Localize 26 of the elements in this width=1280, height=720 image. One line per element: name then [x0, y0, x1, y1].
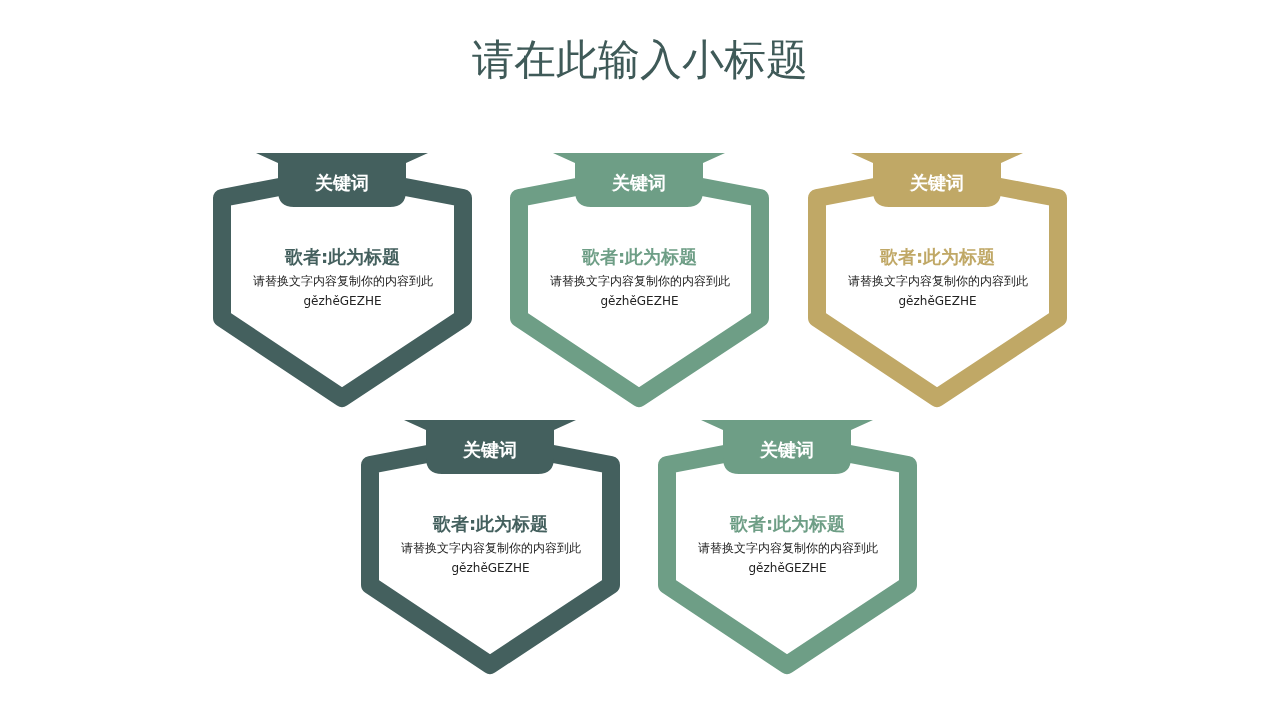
hexagon-card: [655, 420, 920, 676]
pinyin-text: gězhěGEZHE: [303, 294, 382, 308]
hexagon-card: [358, 420, 623, 676]
hexagon-card: [210, 153, 475, 409]
keyword-tab: 关键词: [256, 153, 428, 209]
pinyin-text: gězhěGEZHE: [748, 561, 827, 575]
hexagon-card: [507, 153, 772, 409]
card-text: 请替换文字内容复制你的内容到此: [400, 540, 581, 557]
pinyin-text: gězhěGEZHE: [600, 294, 679, 308]
card-text: 请替换文字内容复制你的内容到此: [697, 540, 878, 557]
hexagon-card: [805, 153, 1070, 409]
keyword-tab: 关键词: [553, 153, 725, 209]
card-heading: 歌者:此为标题: [581, 245, 698, 269]
card-heading: 歌者:此为标题: [432, 512, 549, 536]
pinyin-text: gězhěGEZHE: [898, 294, 977, 308]
keyword-tab: 关键词: [404, 420, 576, 476]
card-heading: 歌者:此为标题: [284, 245, 401, 269]
card-heading: 歌者:此为标题: [879, 245, 996, 269]
card-text: 请替换文字内容复制你的内容到此: [252, 273, 433, 290]
keyword-tab: 关键词: [701, 420, 873, 476]
keyword-tab: 关键词: [851, 153, 1023, 209]
card-heading: 歌者:此为标题: [729, 512, 846, 536]
pinyin-text: gězhěGEZHE: [451, 561, 530, 575]
card-text: 请替换文字内容复制你的内容到此: [847, 273, 1028, 290]
page-title: 请在此输入小标题: [471, 34, 809, 86]
card-text: 请替换文字内容复制你的内容到此: [549, 273, 730, 290]
